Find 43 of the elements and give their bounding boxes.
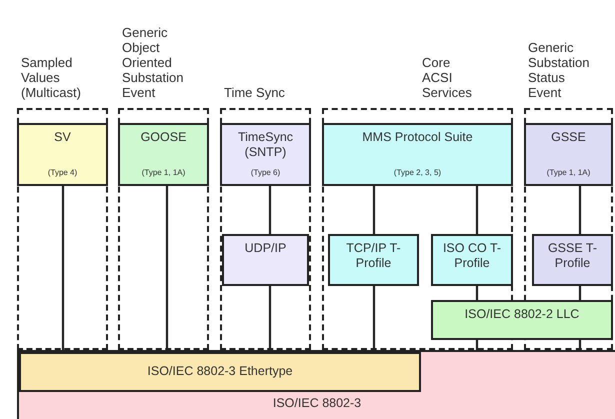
connector-line [62, 186, 64, 352]
group-heading: Sampled Values (Multicast) [21, 55, 82, 100]
type-label: (Type 6) [250, 168, 282, 178]
box-label: UDP/IP [244, 241, 288, 256]
protocol-box [431, 234, 513, 286]
connector-line [476, 186, 478, 234]
protocol-box [328, 234, 419, 286]
box-label: ISO/IEC 8802-2 LLC [464, 307, 580, 322]
group-heading: Time Sync [224, 85, 286, 100]
connector-line [476, 340, 478, 350]
protocol-box [220, 123, 311, 186]
group-heading: Generic Substation Status Event [528, 40, 590, 100]
connector-line [476, 286, 478, 300]
connector-line [372, 186, 376, 234]
box-label: GOOSE [140, 130, 188, 145]
type-label: (Type 1, 1A) [140, 168, 186, 178]
box-label: ISO/IEC 8802-3 [272, 396, 362, 411]
box-label: ISO/IEC 8802-3 Ethertype [146, 364, 294, 379]
box-label: TCP/IP T-Profile [345, 241, 402, 271]
connector-line [578, 340, 582, 350]
layer-bar [19, 352, 421, 392]
box-label: SV [53, 130, 72, 145]
box-label: GSSE [550, 130, 587, 145]
connector-line [578, 286, 582, 300]
box-label: GSSE T-Profile [546, 241, 598, 271]
protocol-box [222, 234, 309, 286]
type-label: (Type 2, 3, 5) [392, 168, 442, 178]
layer-bar [17, 350, 615, 419]
protocol-box [118, 123, 209, 186]
protocol-box [524, 123, 613, 186]
group-heading: Generic Object Oriented Substation Event [122, 25, 184, 100]
box-label: TimeSync (SNTP) [236, 130, 294, 160]
type-label: (Type 1, 1A) [546, 168, 592, 178]
connector-line [578, 186, 582, 234]
type-label: (Type 4) [46, 168, 78, 178]
protocol-box [322, 123, 513, 186]
group-heading: Core ACSI Services [422, 55, 473, 100]
connector-line [268, 186, 272, 234]
protocol-box [532, 234, 613, 286]
protocol-box [17, 123, 108, 186]
box-label: ISO CO T-Profile [442, 241, 502, 271]
layer-bar [431, 300, 613, 340]
box-label: MMS Protocol Suite [361, 130, 474, 145]
